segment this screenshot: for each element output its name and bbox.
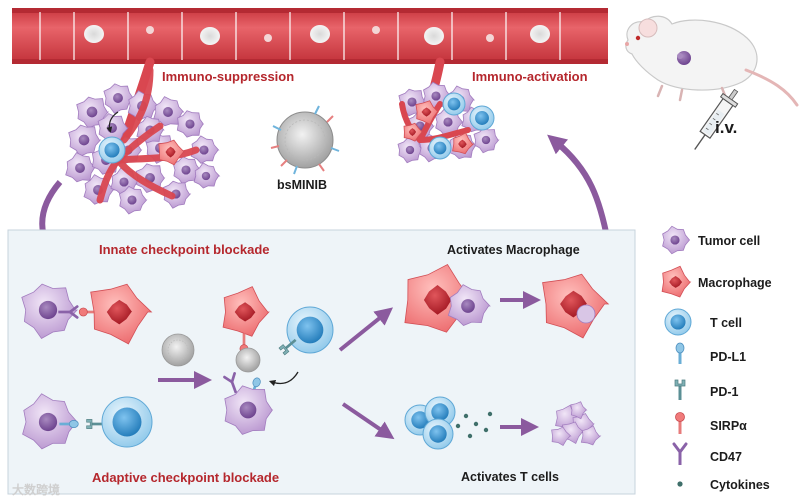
macrophage-cell — [222, 286, 270, 337]
legend — [661, 225, 692, 487]
tumor-cell — [447, 284, 491, 326]
mouse-icon — [625, 15, 799, 107]
cytokine-dot — [483, 427, 489, 433]
legend-label-macrophage: Macrophage — [698, 276, 772, 290]
immuno-suppression-label: Immuno-suppression — [162, 69, 295, 84]
tumor-cell — [397, 137, 424, 164]
cytokine-dot — [487, 411, 493, 417]
tumor-fragment — [570, 401, 588, 420]
tumor-cell — [190, 135, 220, 164]
macrophage-cell — [452, 132, 475, 155]
tumor-fragment — [580, 425, 602, 446]
sirpa-receptor — [675, 412, 685, 434]
cd47-receptor — [672, 442, 688, 465]
engulfed-tumor — [576, 304, 596, 324]
syringe-icon — [694, 88, 739, 150]
cytokine-dot — [455, 423, 461, 429]
tumor-cell — [172, 156, 202, 185]
tumor-cell — [224, 385, 274, 435]
bsminib-free-icon — [161, 333, 195, 367]
tumor-cell — [68, 124, 102, 157]
macrophage-phagocytosis — [404, 263, 610, 339]
tumor-cell — [65, 152, 97, 183]
activates-tcells-label: Activates T cells — [461, 470, 559, 484]
t-cell — [469, 105, 495, 131]
legend-label-tumor: Tumor cell — [698, 234, 761, 248]
legend-label-tcell: T cell — [710, 316, 742, 330]
pd-1-receptor — [278, 338, 297, 356]
bsminib-bridging-complex — [222, 286, 334, 435]
macrophage-icon — [661, 265, 692, 298]
t-cell — [422, 418, 454, 450]
suppressed-tumor-mass — [65, 66, 221, 215]
cd47-receptor — [58, 305, 79, 319]
cd47-receptor — [223, 372, 238, 394]
t-cell — [442, 92, 466, 116]
cytokine-dot — [463, 413, 469, 419]
t-cell — [98, 136, 126, 164]
t-cell — [101, 396, 153, 448]
pd-1-receptor — [86, 419, 105, 429]
t-cell — [286, 306, 334, 354]
macrophage-cell — [158, 139, 186, 166]
watermark: 大数跨境 — [12, 483, 61, 497]
innate-checkpoint-label: Innate checkpoint blockade — [99, 242, 270, 257]
tumor-cell — [176, 110, 205, 138]
tumor-cell — [193, 162, 221, 189]
tumor-cell — [22, 393, 79, 450]
flow-arrow-up — [547, 134, 611, 243]
tumor-cell — [103, 83, 135, 114]
pd-1-receptor — [674, 379, 686, 400]
tumor-cell — [473, 127, 500, 154]
cytokine-icon — [677, 481, 683, 487]
legend-label-cd47: CD47 — [710, 450, 742, 464]
bsminib-nanoparticle — [270, 105, 340, 175]
legend-label-cytokines: Cytokines — [710, 478, 770, 492]
cytokine-dot — [467, 433, 473, 439]
adaptive-blockade-pair — [22, 393, 153, 450]
t-cell — [424, 396, 456, 428]
legend-label-pdl1: PD-L1 — [710, 350, 747, 364]
bsminib-label: bsMINIB — [277, 178, 327, 192]
red-blood-cells — [84, 25, 550, 45]
legend-label-pd1: PD-1 — [710, 385, 739, 399]
cytokine-dot — [473, 421, 479, 427]
innate-blockade-pair — [21, 283, 153, 345]
arrow-to-tcell-activation — [341, 402, 395, 440]
activated-tumor-mass — [397, 81, 500, 164]
iv-route-label: i.v. — [715, 118, 738, 137]
t-cell — [428, 136, 452, 160]
tumor-cell-icon — [662, 225, 691, 255]
mechanism-panel — [7, 229, 636, 495]
bsminib-bound-icon — [235, 347, 261, 373]
adaptive-checkpoint-label: Adaptive checkpoint blockade — [92, 470, 280, 485]
arrow-to-macrophage-activation — [338, 307, 394, 352]
pd-l1-receptor — [59, 420, 79, 428]
macrophage-cell — [90, 283, 153, 345]
pd-l1-receptor — [675, 342, 685, 364]
legend-label-sirpa: SIRPα — [710, 419, 747, 433]
tumor-cell — [21, 283, 79, 340]
t-cell-killing — [404, 396, 602, 450]
activates-macrophage-label: Activates Macrophage — [447, 243, 580, 257]
tumor-cell — [153, 96, 185, 127]
t-cell-icon — [664, 308, 692, 336]
macrophage-cell — [403, 122, 424, 142]
immuno-activation-label: Immuno-activation — [472, 69, 588, 84]
macrophage-cell — [415, 100, 440, 125]
tumor-fragment — [551, 426, 572, 446]
tumor-cell — [118, 185, 148, 215]
